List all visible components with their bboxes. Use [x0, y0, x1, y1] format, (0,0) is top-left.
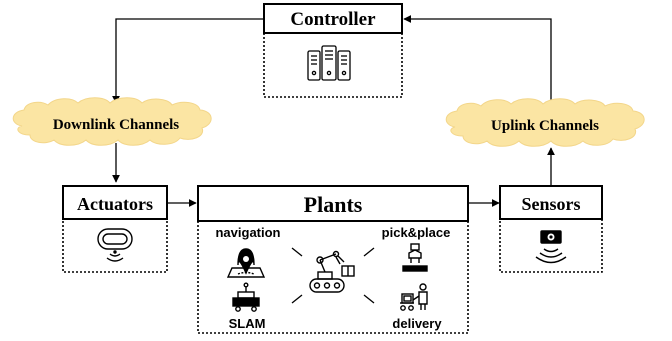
sensors-title: Sensors	[521, 194, 580, 214]
sensors-node: Sensors	[499, 185, 603, 273]
uplink-channels-label: Uplink Channels	[491, 118, 599, 134]
mobile-robot-icon	[232, 282, 260, 312]
connectors	[112, 15, 555, 207]
pick-place-label: pick&place	[382, 225, 451, 240]
sensors-body	[499, 216, 603, 273]
downlink-cloud-shape	[12, 97, 212, 146]
map-pin-icon	[226, 248, 266, 278]
plants-node: Plants navigation	[197, 185, 469, 334]
plants-body	[197, 218, 469, 334]
controller-to-downlink-arrow	[112, 18, 264, 104]
delivery-cart-icon	[400, 283, 428, 311]
actuators-header	[62, 185, 168, 220]
navigation-label: navigation	[215, 225, 280, 240]
uplink-channel-cloud: Uplink Channels	[445, 98, 645, 147]
sensors-header	[499, 185, 603, 220]
uplink-to-controller-arrow	[403, 15, 552, 104]
application-dashes	[291, 247, 375, 304]
controller-title: Controller	[290, 9, 376, 30]
wireless-sensor-icon	[535, 230, 567, 264]
uplink-cloud-shape	[445, 98, 645, 147]
controller-body	[263, 30, 403, 98]
delivery-label: delivery	[392, 316, 442, 331]
plants-title: Plants	[304, 192, 363, 217]
actuators-node: Actuators	[62, 185, 168, 273]
robot-gripper-icon	[402, 243, 428, 272]
downlink-channels-label: Downlink Channels	[53, 117, 179, 133]
actuators-title: Actuators	[77, 194, 153, 214]
slam-label: SLAM	[229, 316, 266, 331]
server-rack-icon	[307, 45, 351, 81]
robot-arm-icon	[309, 250, 355, 293]
plants-header	[197, 185, 469, 222]
controller-node: Controller	[263, 3, 403, 98]
downlink-channel-cloud: Downlink Channels	[12, 97, 212, 146]
wireless-actuator-icon	[97, 228, 133, 262]
